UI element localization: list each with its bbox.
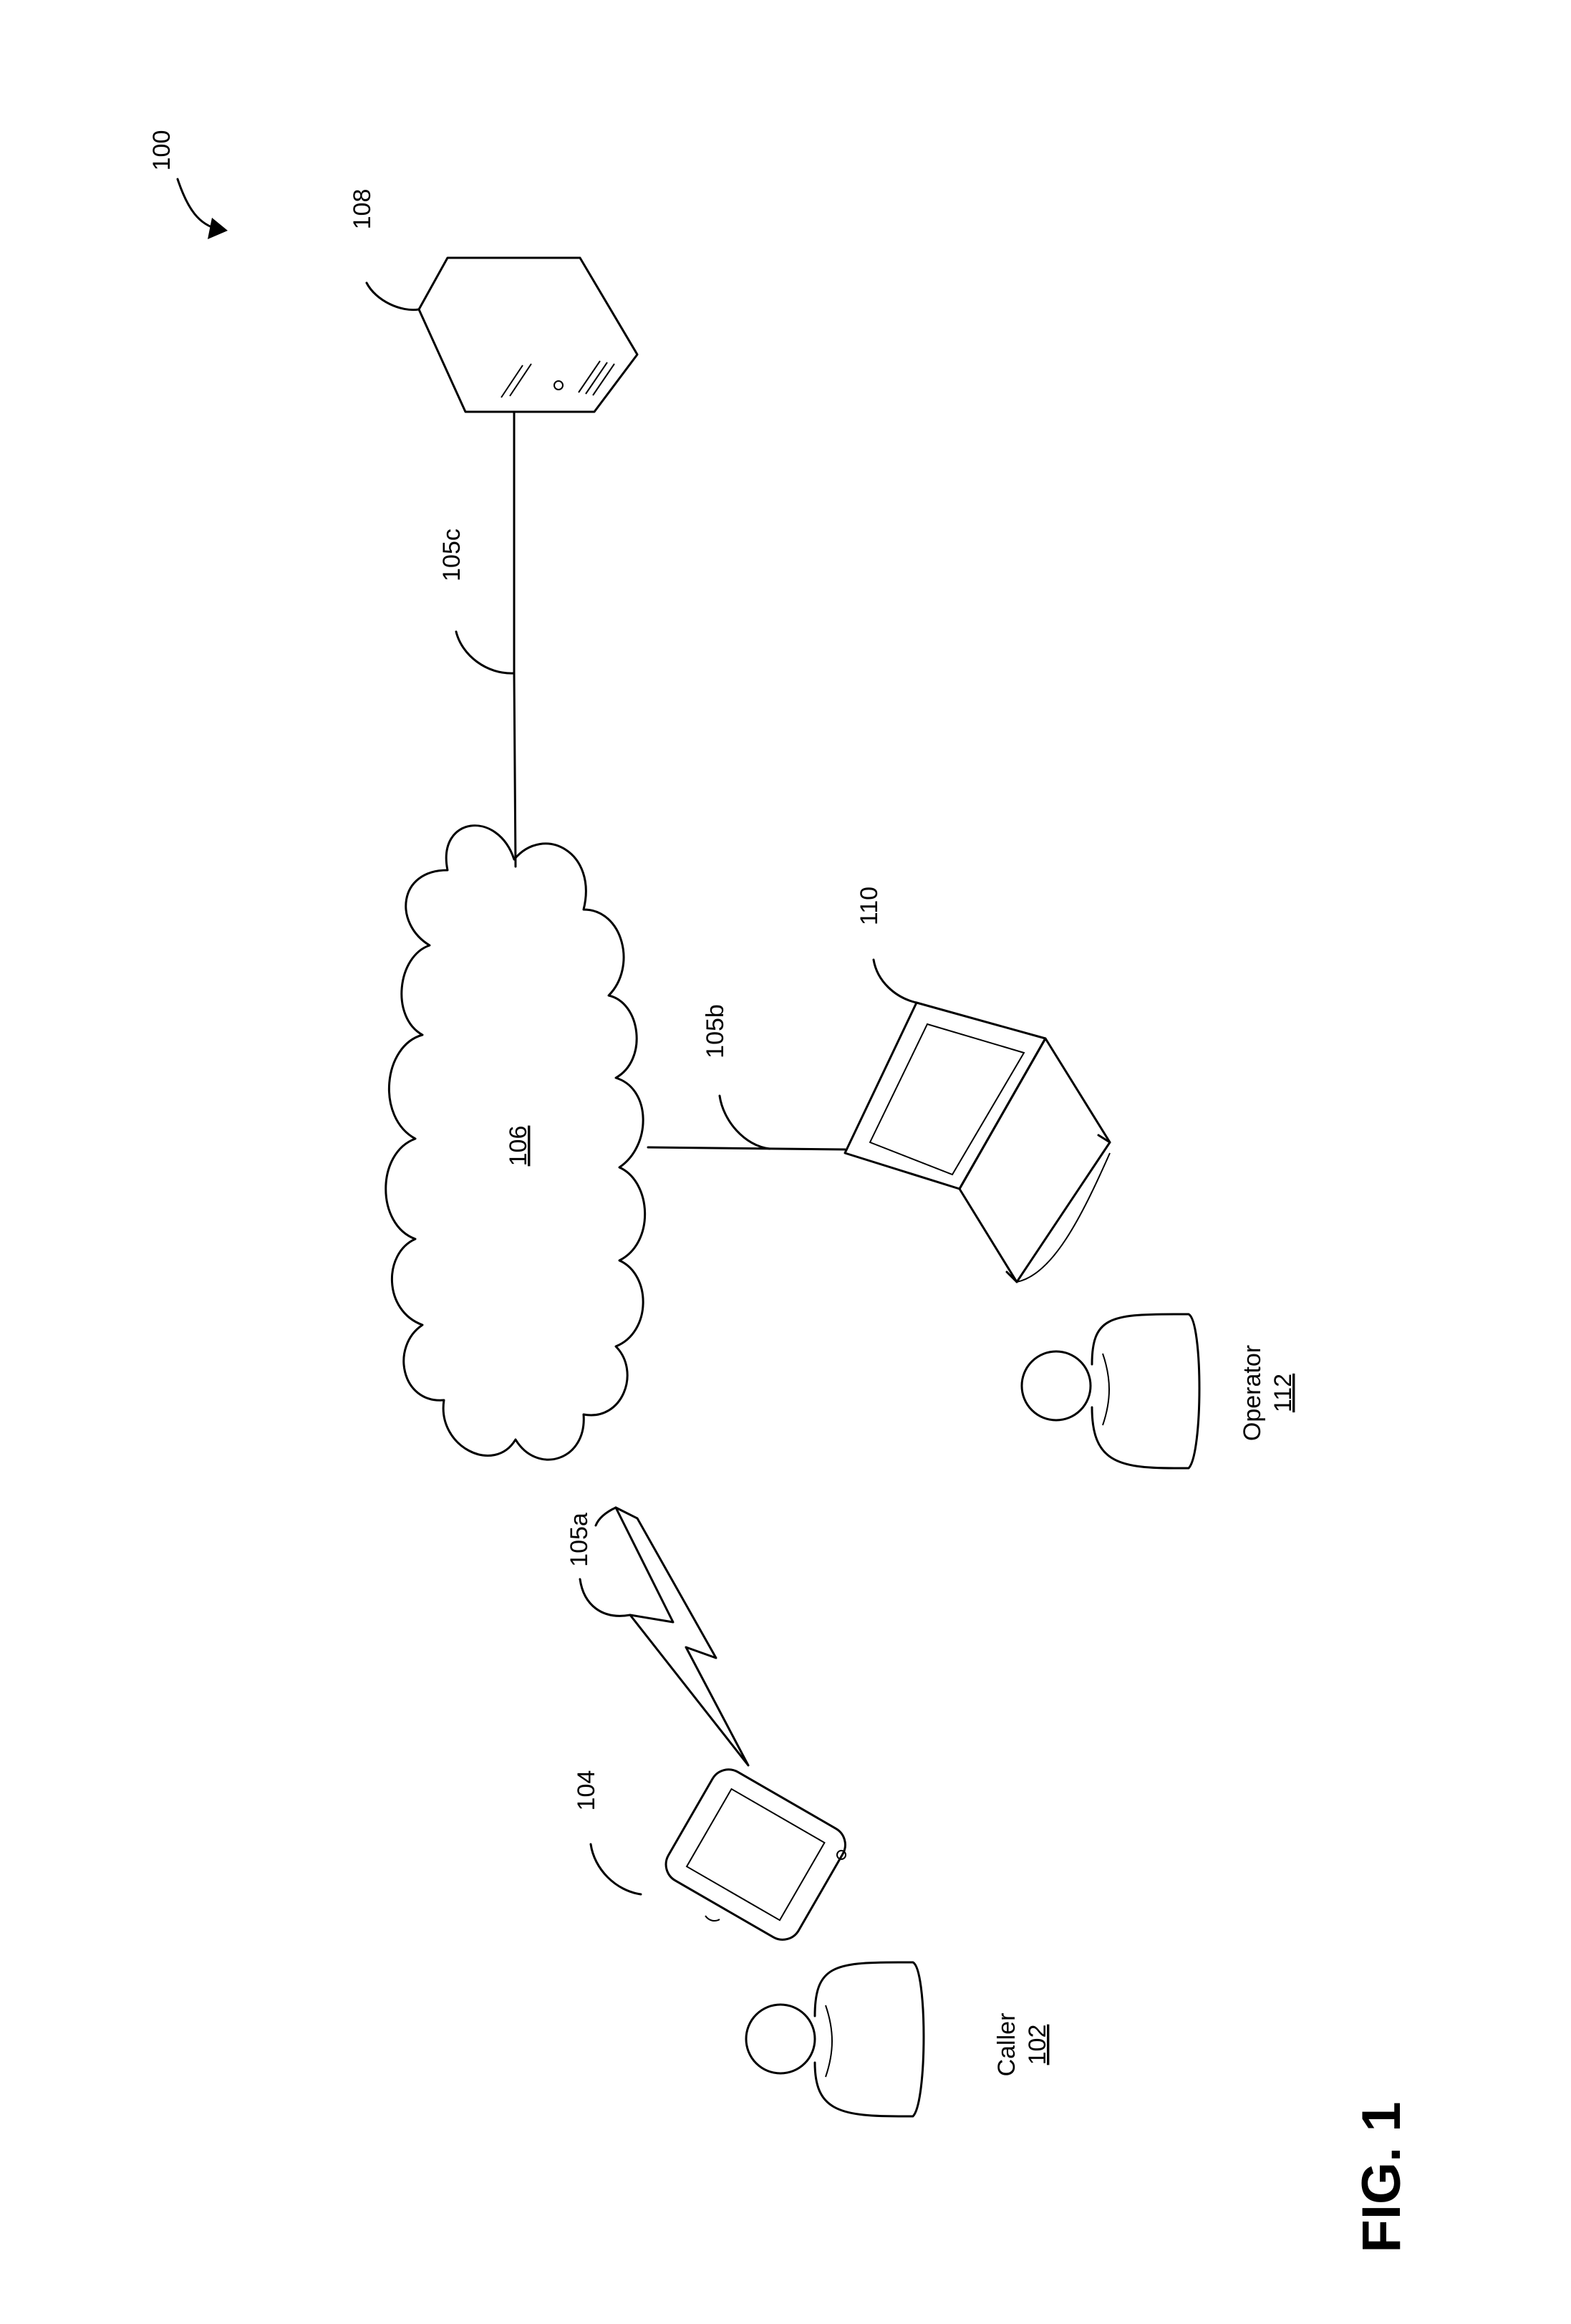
- server-link-ref-label: 105c: [438, 529, 465, 582]
- caller-ref-label: 102: [1024, 2025, 1051, 2065]
- system-ref-label: 100: [148, 130, 175, 171]
- server-ref-leader: [367, 283, 419, 310]
- network-ref-label: 106: [505, 1126, 532, 1167]
- terminal-link-line: [648, 1096, 845, 1149]
- device-ref-label: 104: [573, 1770, 600, 1811]
- caller-name-label: Caller: [993, 2013, 1020, 2077]
- device-ref-leader: [591, 1844, 641, 1894]
- wireless-link-bolt: [580, 1508, 748, 1765]
- terminal-link-ref-label: 105b: [702, 1004, 729, 1059]
- tablet-icon: [659, 1763, 852, 1947]
- system-ref-arrow: [178, 179, 228, 239]
- operator-person-icon: [1022, 1314, 1199, 1468]
- figure-title: FIG. 1: [1351, 2101, 1412, 2252]
- caller-person-icon: [746, 1962, 924, 2116]
- server-icon: [419, 258, 637, 412]
- server-ref-label: 108: [349, 189, 376, 230]
- terminal-ref-label: 110: [856, 887, 883, 925]
- server-link-line: [456, 412, 516, 867]
- laptop-icon: [845, 1003, 1110, 1282]
- operator-ref-label: 112: [1270, 1374, 1297, 1412]
- operator-name-label: Operator: [1239, 1345, 1266, 1441]
- wireless-ref-label: 105a: [566, 1513, 593, 1567]
- terminal-ref-leader: [874, 960, 917, 1003]
